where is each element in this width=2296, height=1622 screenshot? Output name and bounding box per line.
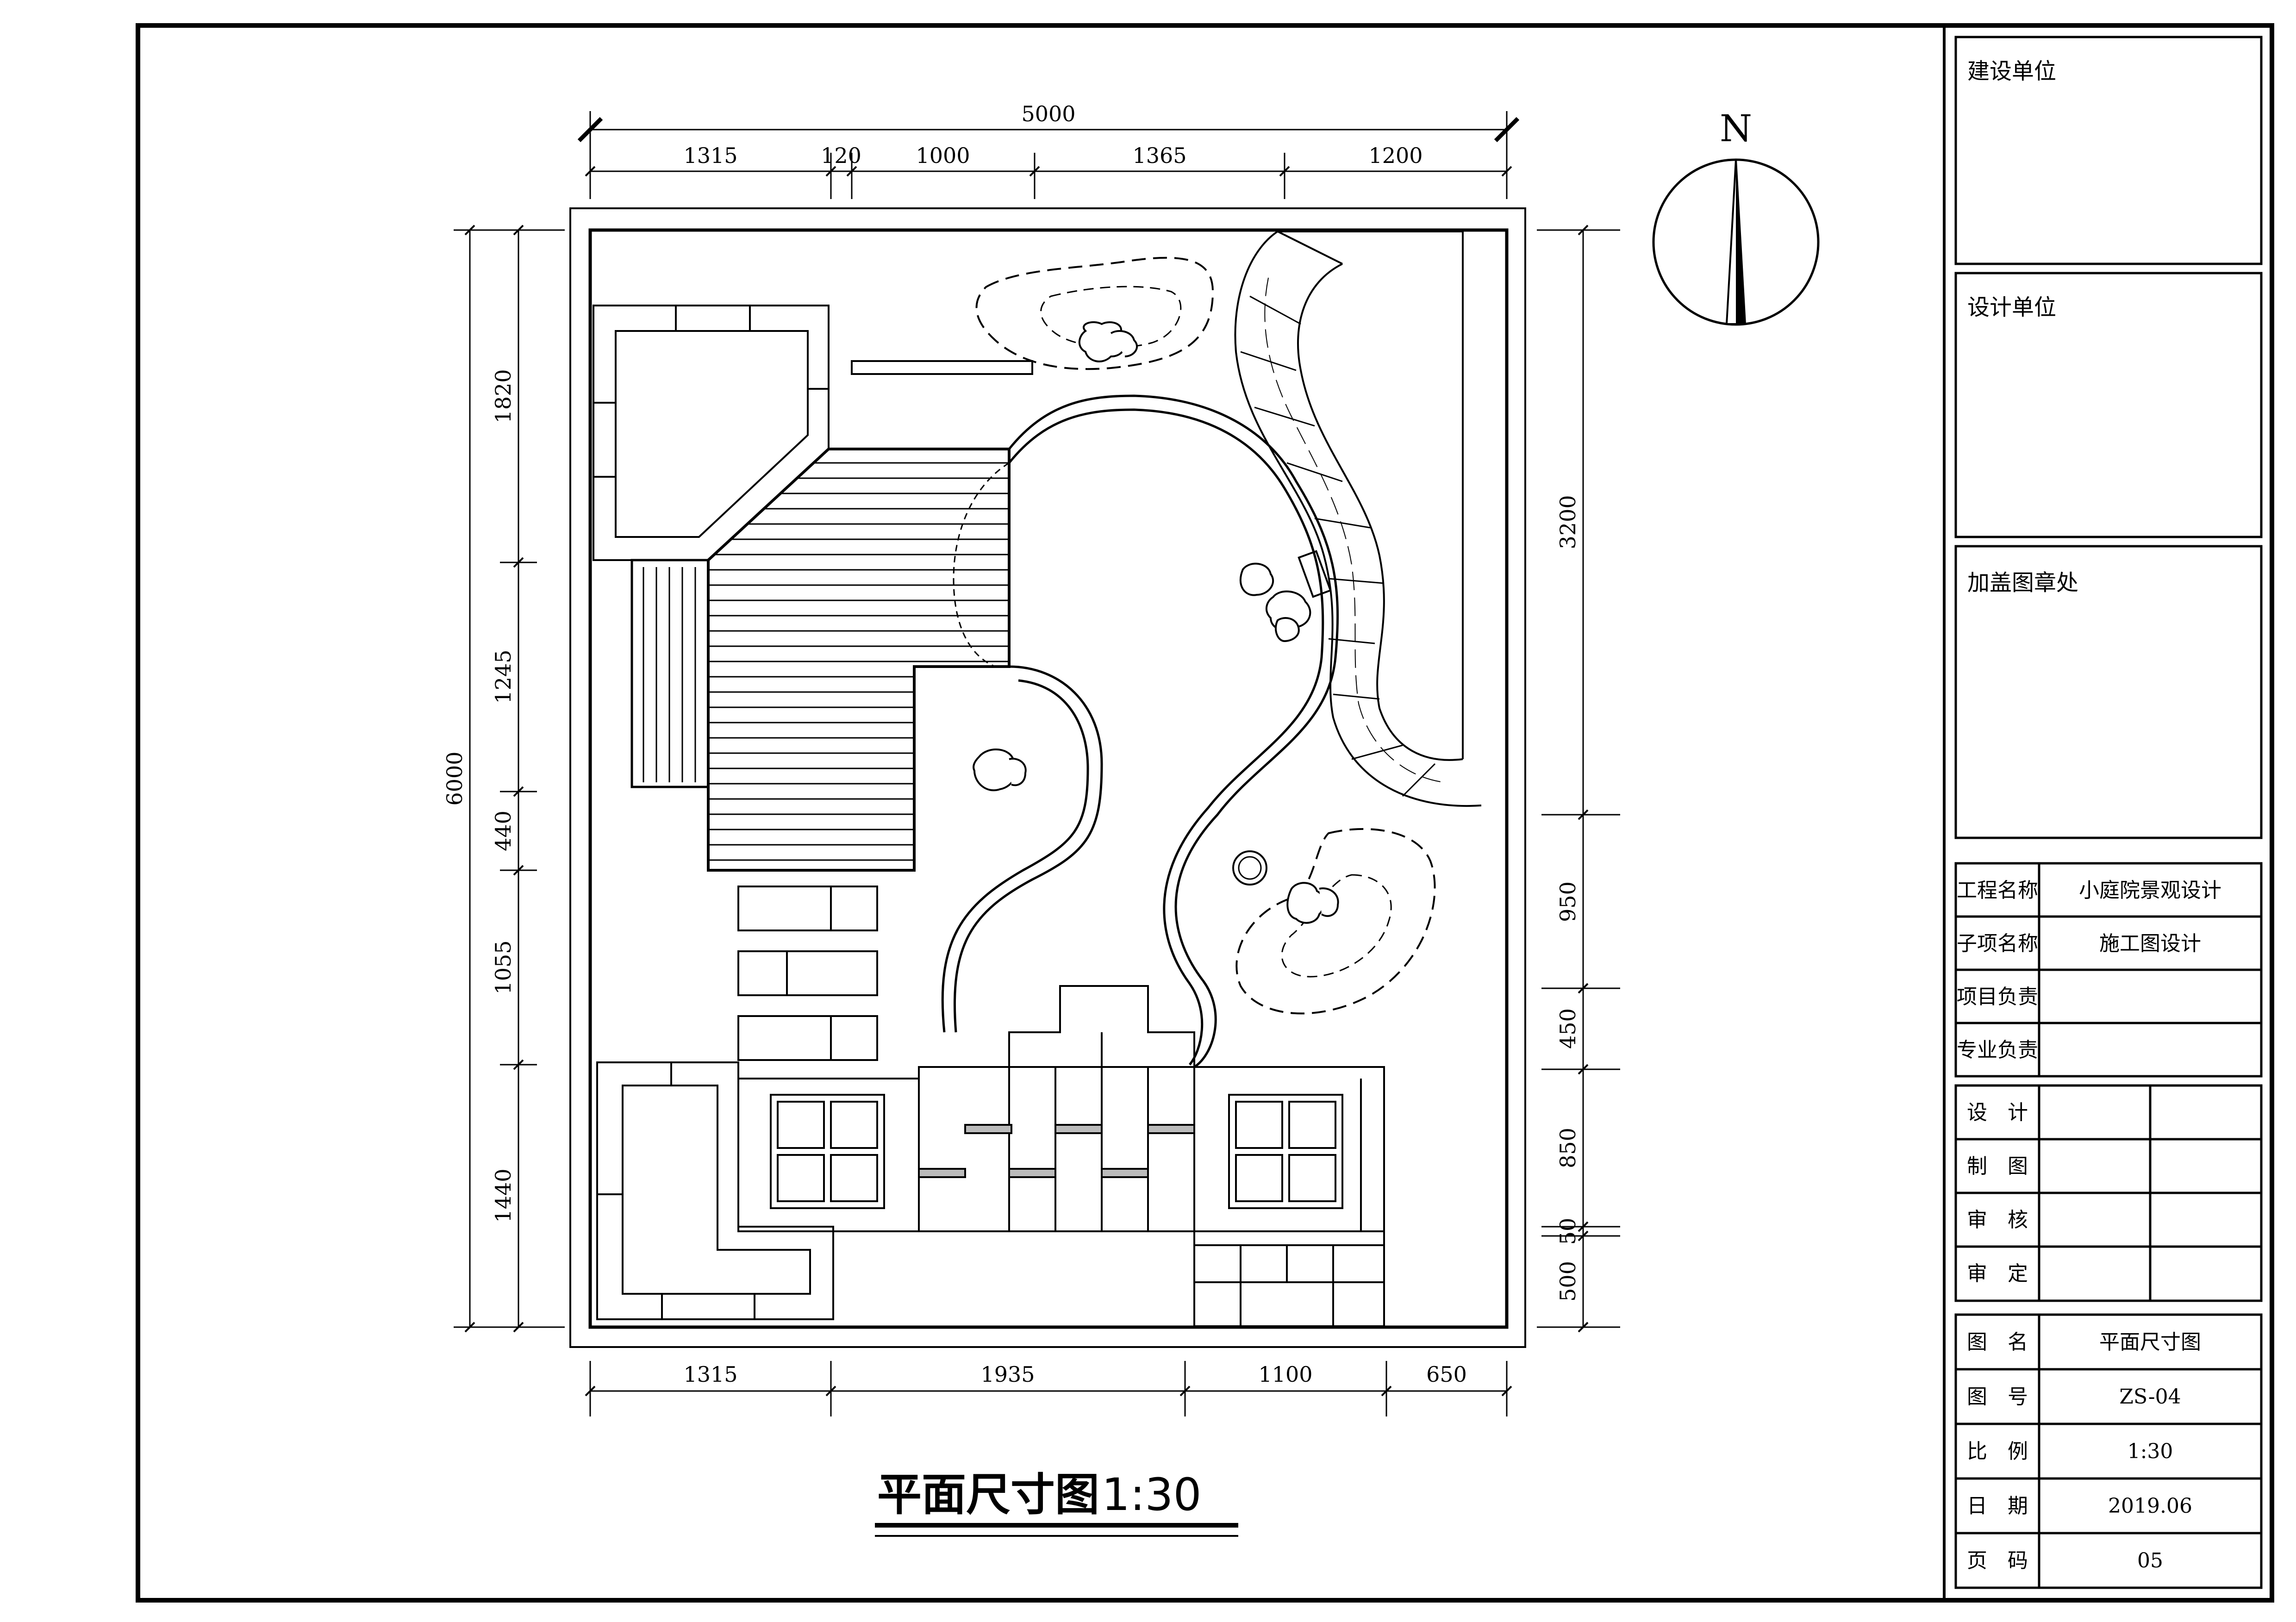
subproject-value: 施工图设计	[2099, 932, 2201, 955]
dim-bottom-4: 650	[1426, 1362, 1467, 1387]
drawing-frame	[136, 23, 2274, 1603]
approve-label: 审 定	[1967, 1262, 2028, 1285]
page-label: 页 码	[1967, 1549, 2028, 1572]
site-plan	[569, 207, 1526, 1348]
dim-left-total: 6000	[442, 751, 467, 805]
planting-bed-south-inner	[1281, 874, 1392, 978]
paved-terrace	[737, 985, 1385, 1327]
dimension-labels: 5000 1315 120 1000 1365 1200 1315 1935 1…	[442, 101, 1580, 1387]
title-block-text: 建设单位 设计单位 加盖图章处 工程名称 小庭院景观设计 子项名称 施工图设计 …	[1957, 58, 2221, 1572]
grate-east	[1228, 1094, 1343, 1209]
drawing-name-label: 图 名	[1967, 1330, 2028, 1354]
drawing-number-label: 图 号	[1967, 1385, 2028, 1409]
grate-west	[770, 1094, 885, 1209]
subproject-label: 子项名称	[1957, 932, 2038, 955]
title-block	[1954, 36, 2263, 1589]
north-label: N	[1720, 107, 1752, 150]
round-stepping-stone-inner	[1238, 856, 1262, 880]
drawing-number-value: ZS-04	[2119, 1385, 2181, 1409]
date-label: 日 期	[1967, 1494, 2028, 1518]
design-label: 设 计	[1967, 1101, 2028, 1124]
dim-right-4: 850	[1555, 1128, 1580, 1168]
page-value: 05	[2137, 1549, 2163, 1572]
planting-bed-north	[975, 256, 1214, 370]
dim-right-5: 50	[1555, 1218, 1580, 1245]
dim-left-4: 1055	[491, 940, 516, 994]
planter-northwest	[593, 305, 830, 561]
site-boundary-inner	[588, 228, 1509, 1329]
project-name-value: 小庭院景观设计	[2079, 879, 2221, 902]
dimension-lines	[454, 111, 1620, 1416]
dim-bottom-3: 1100	[1258, 1362, 1312, 1387]
dim-top-4: 1365	[1132, 143, 1186, 168]
dim-top-5: 1200	[1368, 143, 1423, 168]
planting-bed-south	[1235, 828, 1436, 1015]
drawing-name-value: 平面尺寸图	[2099, 1330, 2201, 1354]
stepping-stones	[737, 886, 878, 1061]
dim-right-3: 450	[1555, 1008, 1580, 1049]
dim-left-1: 1820	[491, 369, 516, 423]
dim-top-total: 5000	[1021, 101, 1075, 126]
dim-left-2: 1245	[491, 649, 516, 704]
wooden-deck	[630, 448, 1011, 872]
planter-southwest	[596, 1061, 834, 1320]
discipline-lead-label: 专业负责	[1957, 1038, 2038, 1062]
dim-left-3: 440	[491, 811, 516, 851]
date-value: 2019.06	[2108, 1494, 2192, 1518]
north-arrow-icon: N	[1652, 107, 1820, 326]
client-label: 建设单位	[1967, 58, 2056, 84]
dim-right-1: 3200	[1555, 495, 1580, 549]
planting-bed-north-inner	[1040, 286, 1182, 348]
dim-left-5: 1440	[491, 1168, 516, 1223]
landscape-rocks	[973, 321, 1339, 924]
plan-scale: 1:30	[1102, 1469, 1202, 1521]
plan-title: 平面尺寸图	[877, 1469, 1099, 1521]
review-label: 审 核	[1967, 1208, 2028, 1232]
curved-rock-wall	[1234, 231, 1482, 807]
designer-label: 设计单位	[1967, 294, 2056, 320]
project-lead-label: 项目负责	[1957, 985, 2038, 1009]
site-boundary-outer	[569, 207, 1526, 1348]
dim-top-1: 1315	[683, 143, 737, 168]
round-stepping-stone	[1232, 850, 1267, 886]
plan-title-block: 平面尺寸图 1:30	[875, 1469, 1238, 1537]
dim-bottom-2: 1935	[980, 1362, 1035, 1387]
dim-bottom-1: 1315	[683, 1362, 737, 1387]
winding-path	[941, 394, 1339, 1068]
scale-label: 比 例	[1967, 1440, 2028, 1463]
seal-label: 加盖图章处	[1967, 570, 2078, 596]
dim-right-6: 500	[1555, 1261, 1580, 1302]
dim-right-2: 950	[1555, 881, 1580, 922]
dim-top-3: 1000	[916, 143, 970, 168]
project-name-label: 工程名称	[1957, 879, 2038, 902]
pergola-bar	[851, 360, 1033, 375]
drafting-label: 制 图	[1967, 1154, 2028, 1178]
scale-value: 1:30	[2128, 1440, 2173, 1463]
dim-top-2: 120	[821, 143, 861, 168]
